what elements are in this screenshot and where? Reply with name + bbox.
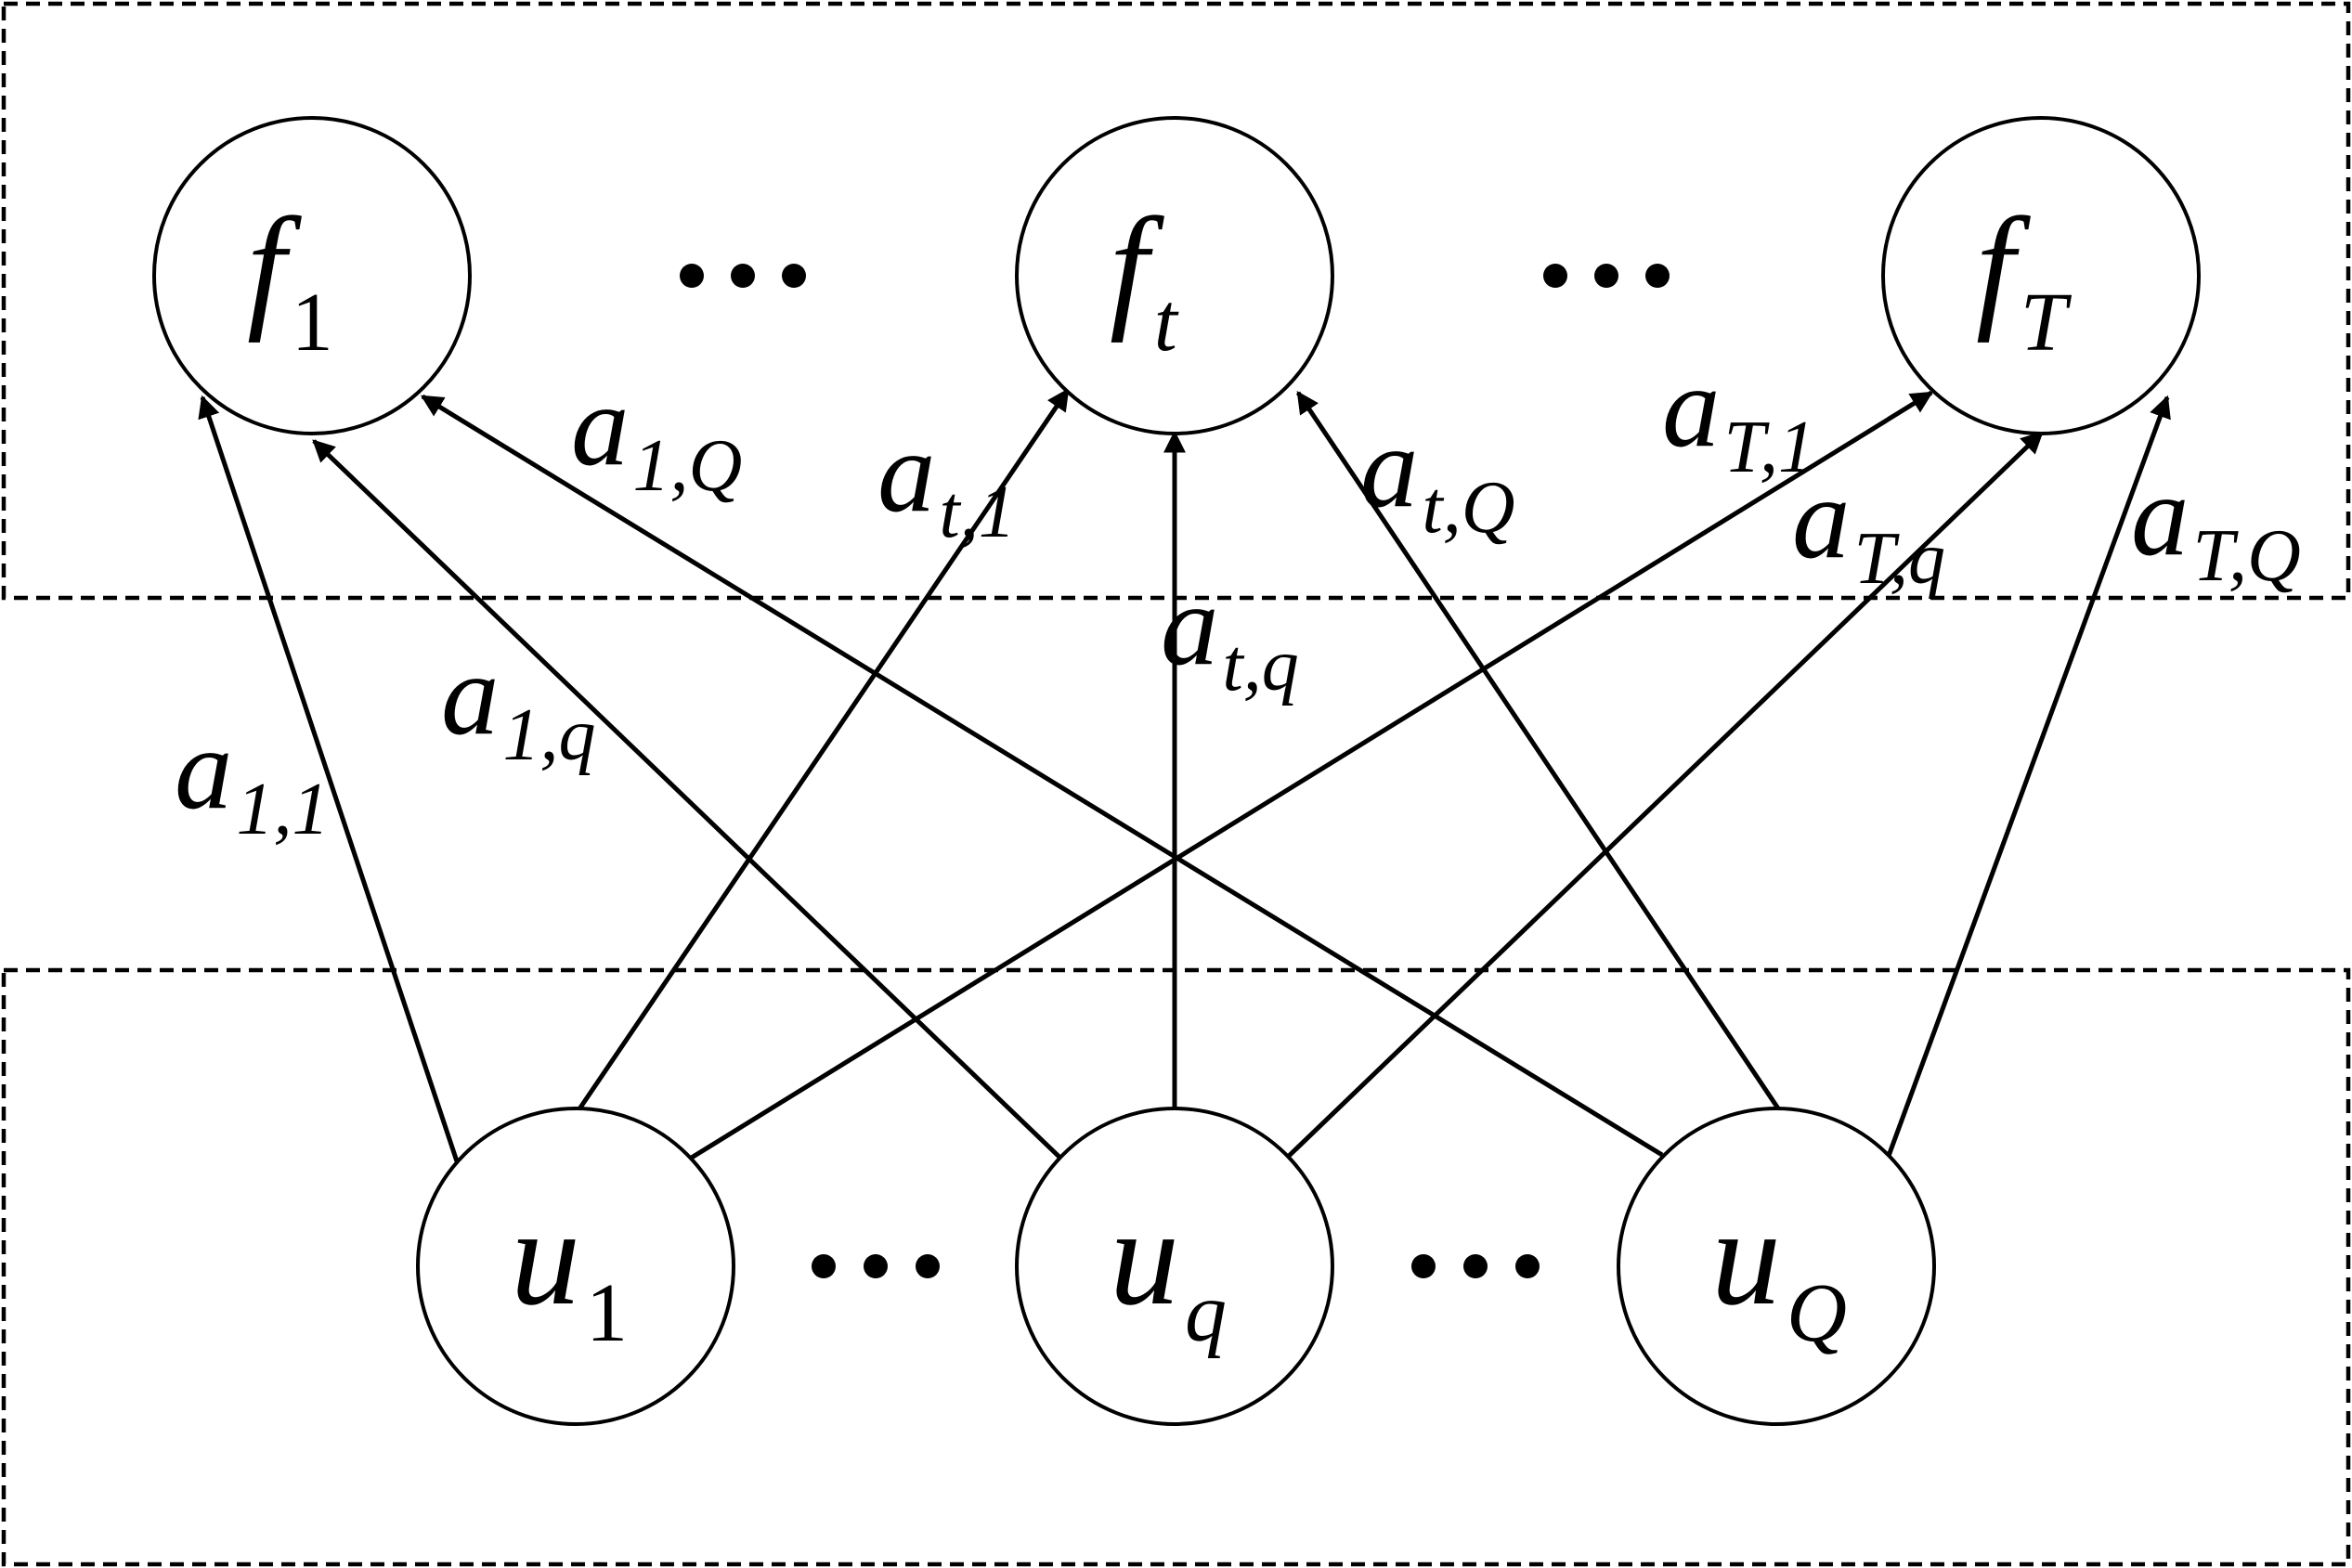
edge-uq-to-fT [1284,431,2044,1160]
top-ellipsis-right [1543,264,1670,288]
edge-label-u1-to-fT: aT,1 [1662,343,1815,488]
node-label-uq: uq [1110,1180,1227,1359]
edge-label-uQ-to-f1: a1,Q [571,362,742,507]
edge-u1-to-fT [688,390,1934,1161]
nodes-layer: f1 ft fT u1 uq uQ [152,116,2201,1426]
node-f1: f1 [152,116,472,435]
edges-layer: a1,1 a1,q a1,Q at,1 at,q at,Q aT,1aT,q aT,Q [175,343,2301,1165]
node-fT: fT [1881,116,2201,435]
bottom-ellipsis-right [1411,1254,1540,1278]
edge-u1-to-ft [576,388,1071,1112]
edge-label-uq-to-fT: aT,q [1792,455,1945,600]
node-u1: u1 [416,1107,735,1426]
top-ellipsis-left [680,264,806,288]
node-circle-uq [1015,1107,1334,1426]
node-circle-f1 [152,116,472,435]
node-ft: ft [1015,116,1334,435]
edge-label-uQ-to-ft: at,Q [1360,404,1515,549]
node-circle-u1 [416,1107,735,1426]
edge-uQ-to-ft [1295,391,1783,1113]
bottom-ellipsis-left [812,1254,940,1278]
node-label-uQ: uQ [1711,1180,1847,1359]
edge-u1-to-f1 [198,395,461,1165]
node-label-u1: u1 [511,1180,628,1359]
node-uQ: uQ [1617,1107,1936,1426]
edge-label-u1-to-f1: a1,1 [175,706,330,850]
node-uq: uq [1015,1107,1334,1426]
edge-label-uq-to-ft: at,q [1161,562,1299,706]
edge-label-u1-to-ft: at,1 [877,408,1016,553]
edge-uq-to-f1 [312,439,1068,1165]
edge-label-uQ-to-fT: aT,Q [2131,452,2301,597]
edge-uQ-to-f1 [420,394,1664,1158]
node-circle-ft [1015,116,1334,435]
node-circle-fT [1881,116,2201,435]
node-circle-uQ [1617,1107,1936,1426]
edge-label-uq-to-f1: a1,q [441,631,596,776]
edge-uQ-to-fT [1886,395,2171,1157]
